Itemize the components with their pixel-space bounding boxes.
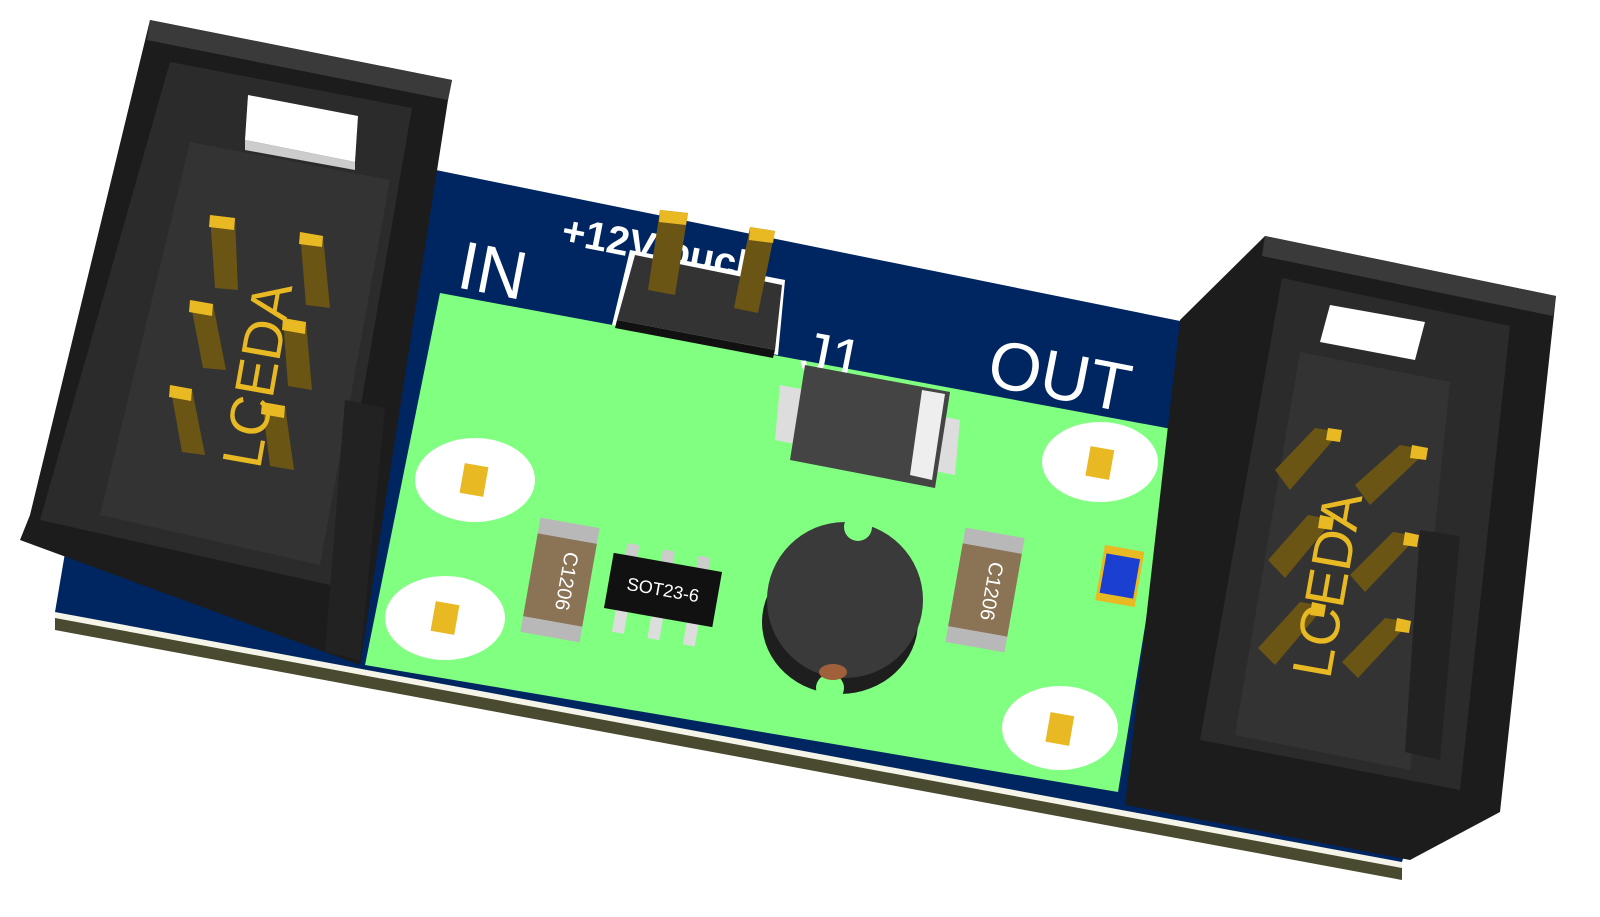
header-pins [169, 215, 330, 470]
right-box-header[interactable]: LCEDA [1125, 236, 1556, 860]
header-key-notch [325, 400, 385, 660]
ic-sot23-6: SOT23-6 [603, 543, 723, 647]
jumper-pin-2 [734, 227, 775, 313]
jumper-j1[interactable] [612, 210, 785, 358]
copper-pour [365, 293, 1177, 792]
mounting-hole [415, 438, 535, 522]
led [1095, 544, 1145, 608]
mounting-hole [385, 576, 505, 660]
board-edge-highlight [55, 612, 1402, 868]
left-box-header[interactable]: LCEDA [20, 20, 452, 665]
mounting-hole [1042, 422, 1158, 502]
diode [775, 365, 960, 488]
capacitor-right: C1206 [945, 527, 1025, 653]
jumper-pin-1 [648, 210, 688, 295]
header-pins [1258, 428, 1428, 678]
header-key-notch [1405, 530, 1460, 760]
inductor [762, 513, 923, 702]
capacitor-left: C1206 [520, 517, 600, 643]
silk-in: IN [452, 227, 533, 315]
mounting-hole [1002, 686, 1118, 770]
